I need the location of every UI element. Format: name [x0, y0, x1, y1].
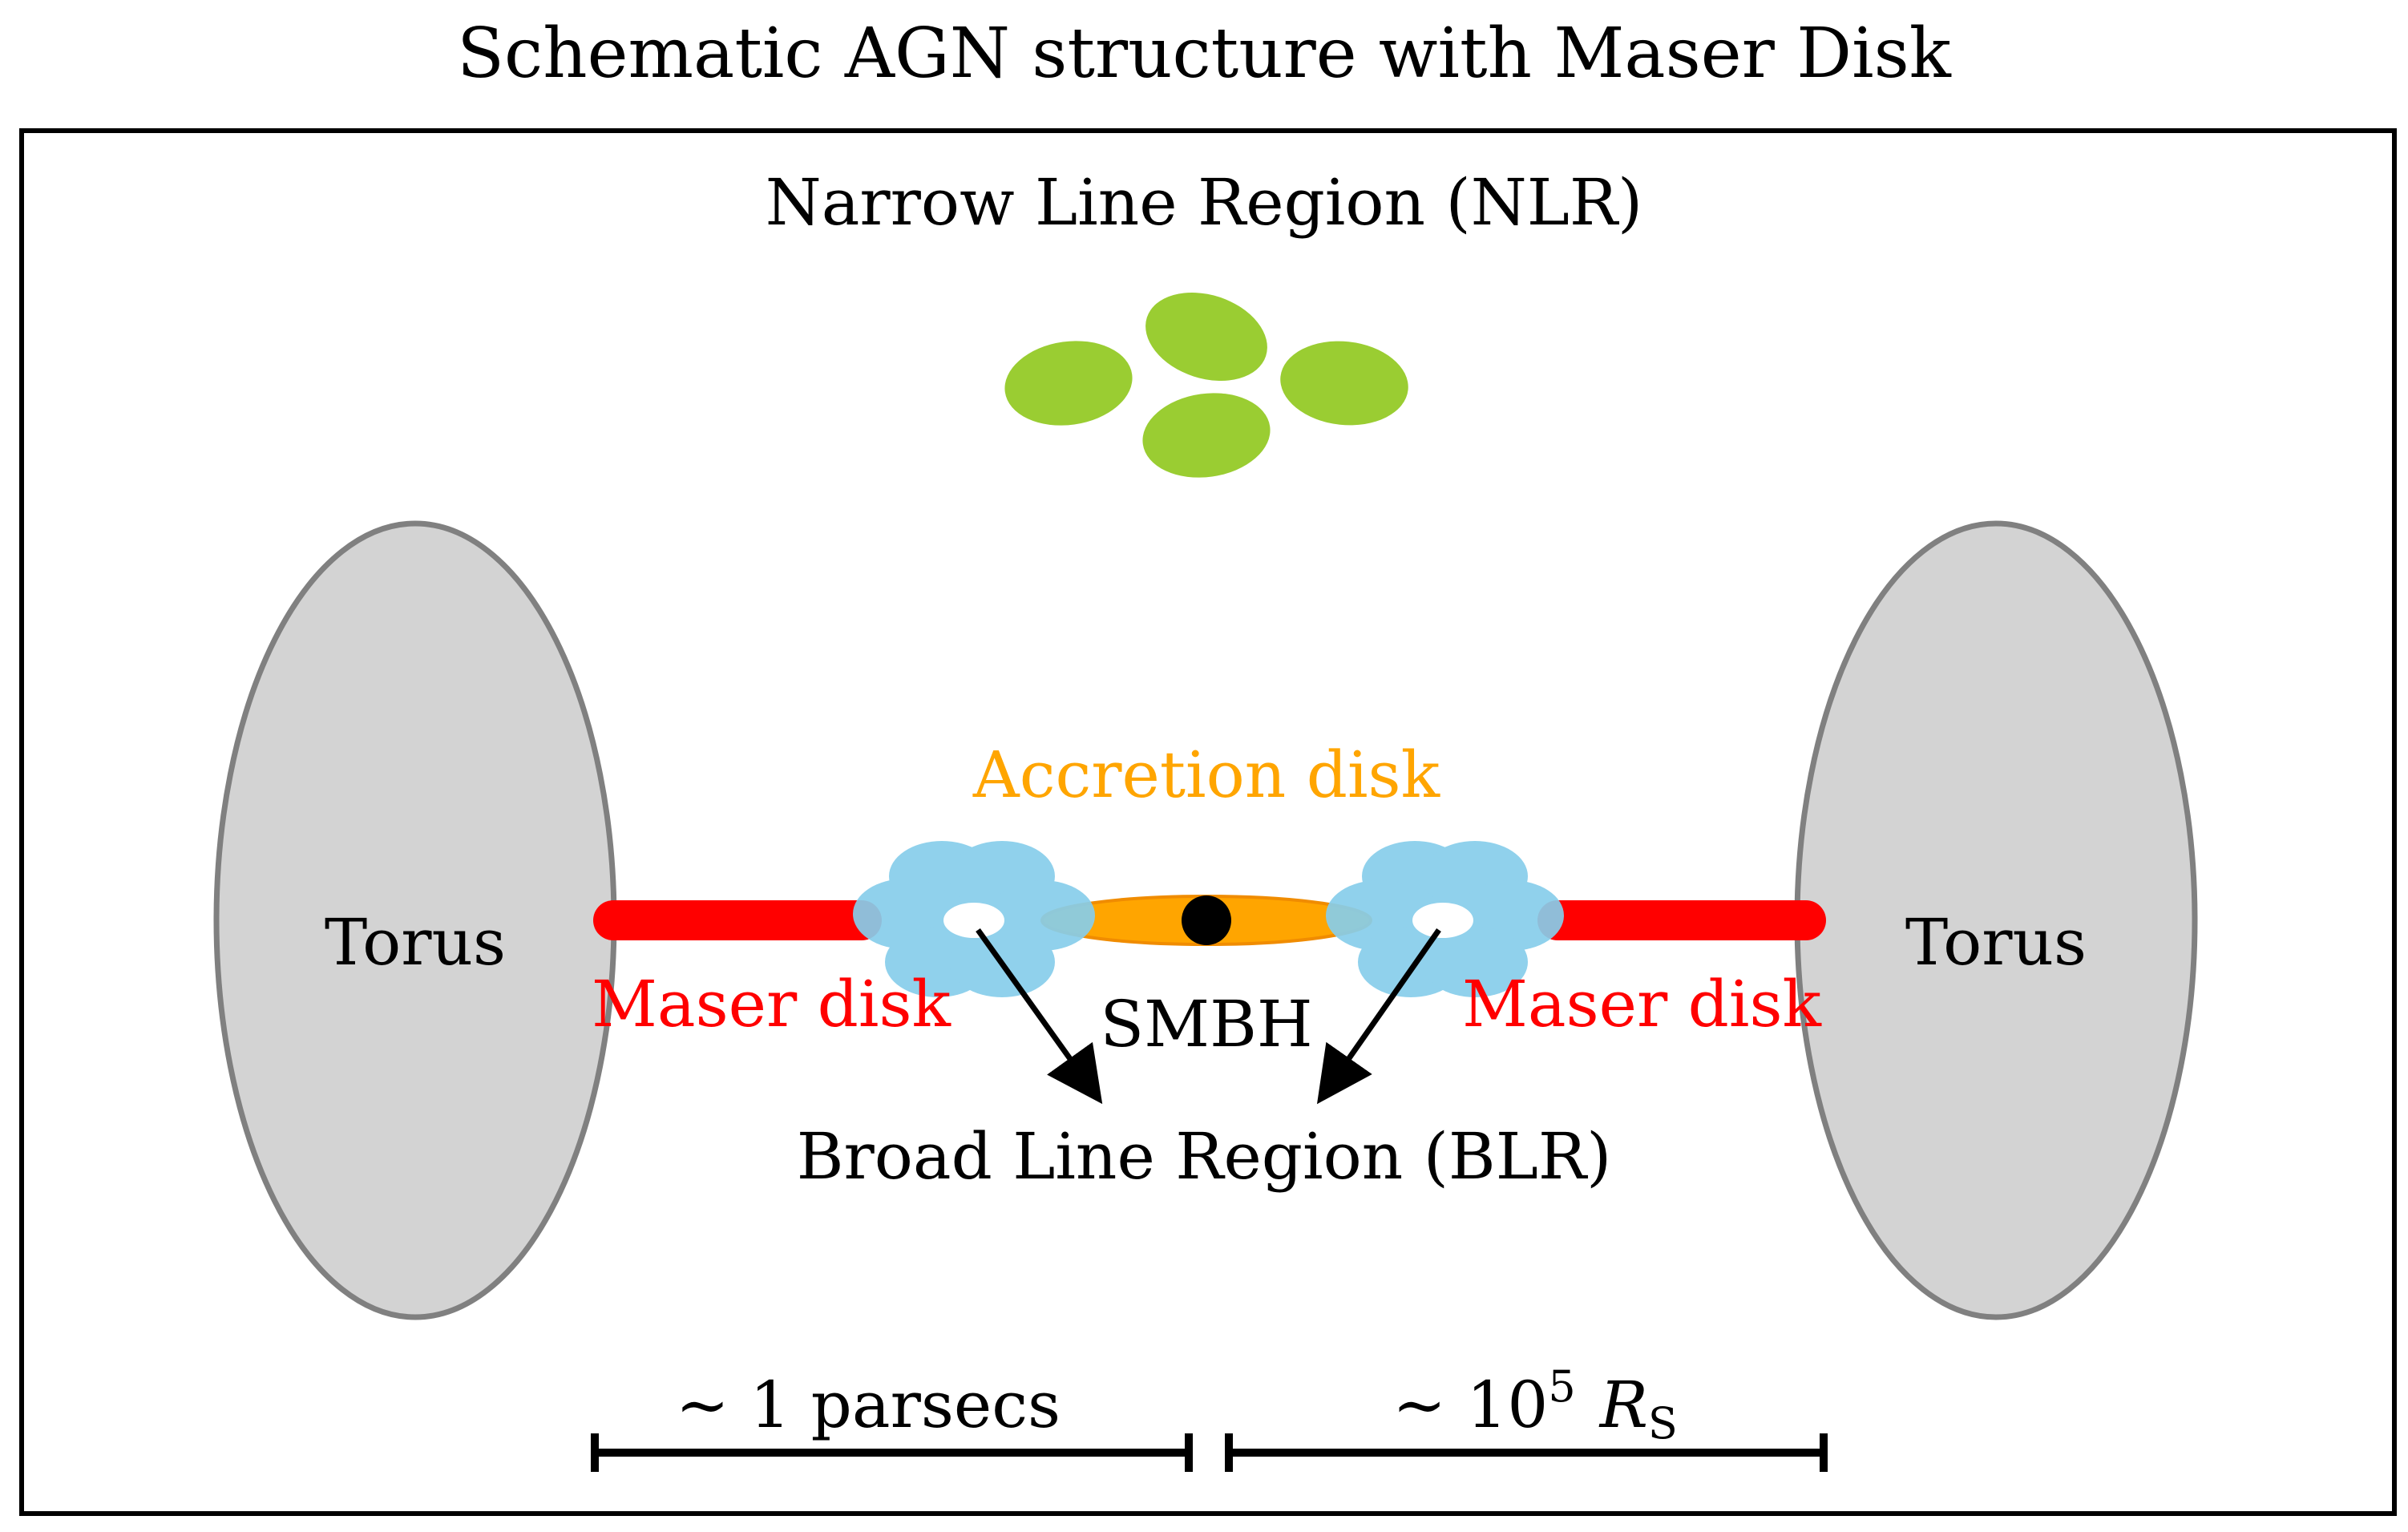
blr-cloud-gap — [943, 903, 1004, 938]
scale-bar-left-label: ∼ 1 parsecs — [676, 1368, 1061, 1442]
blr-clouds-left — [853, 841, 1095, 997]
scale-bar-left — [591, 1433, 1193, 1472]
torus-left-label: Torus — [325, 905, 506, 980]
blr-label: Broad Line Region (BLR) — [797, 1119, 1612, 1194]
torus-right-label: Torus — [1905, 905, 2087, 980]
blr-cloud — [1422, 927, 1528, 997]
scale-bar-right-prefix: ∼ 10 — [1392, 1368, 1548, 1442]
scale-bar-right-subscript: S — [1648, 1398, 1678, 1449]
diagram-title: Schematic AGN structure with Maser Disk — [457, 14, 1952, 94]
nlr-cloud-right — [1280, 341, 1408, 426]
scale-bar-right-symbol: R — [1598, 1368, 1648, 1442]
diagram-frame — [19, 128, 2397, 1516]
blr-clouds-right — [1326, 841, 1564, 997]
blr-cloud-gap — [1412, 903, 1473, 938]
maser-right-label: Maser disk — [1462, 967, 1823, 1041]
blr-arrow-left — [976, 928, 1103, 1105]
nlr-cloud-top — [1145, 292, 1267, 382]
maser-left-label: Maser disk — [592, 967, 952, 1041]
nlr-cloud-left — [1004, 341, 1133, 426]
smbh-dot — [1182, 895, 1231, 945]
scale-bar-right — [1225, 1433, 1828, 1472]
accretion-disk-label: Accretion disk — [972, 738, 1441, 812]
smbh-label: SMBH — [1100, 987, 1312, 1061]
nlr-label: Narrow Line Region (NLR) — [766, 165, 1643, 240]
nlr-cloud-bottom — [1142, 393, 1271, 478]
nlr-clouds — [1004, 292, 1408, 478]
blr-arrow-right — [1316, 928, 1441, 1105]
scale-bar-right-exponent: 5 — [1548, 1361, 1575, 1412]
